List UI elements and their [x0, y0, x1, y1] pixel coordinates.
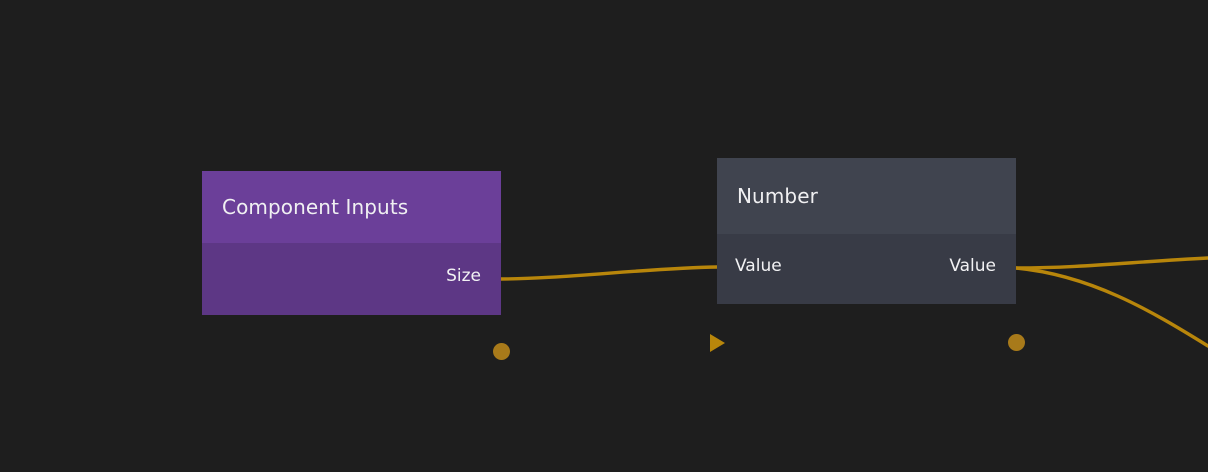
node-title: Number — [737, 184, 818, 208]
edge-size-to-value — [498, 265, 719, 281]
edge-value-out-lower — [1014, 266, 1208, 348]
port-dot-icon-value-output[interactable] — [1008, 334, 1025, 351]
port-label-value-input: Value — [735, 255, 782, 276]
node-title: Component Inputs — [222, 195, 409, 219]
node-header-component-inputs[interactable]: Component Inputs — [202, 171, 501, 243]
node-body-component-inputs: Size — [202, 243, 510, 360]
port-arrow-icon-value-input[interactable] — [710, 334, 725, 352]
node-header-number[interactable]: Number — [717, 158, 1016, 234]
node-body-number: Value Value — [710, 234, 1025, 352]
port-row-size: Size — [222, 243, 481, 315]
node-number[interactable]: Number Value Value — [710, 158, 1025, 352]
port-label-value-output: Value — [949, 255, 996, 276]
port-label-size: Size — [446, 265, 481, 286]
edge-value-out-upper — [1014, 256, 1208, 270]
port-row-value: Value Value — [735, 234, 996, 304]
node-component-inputs[interactable]: Component Inputs Size — [202, 171, 510, 360]
port-dot-icon-size-output[interactable] — [493, 343, 510, 360]
